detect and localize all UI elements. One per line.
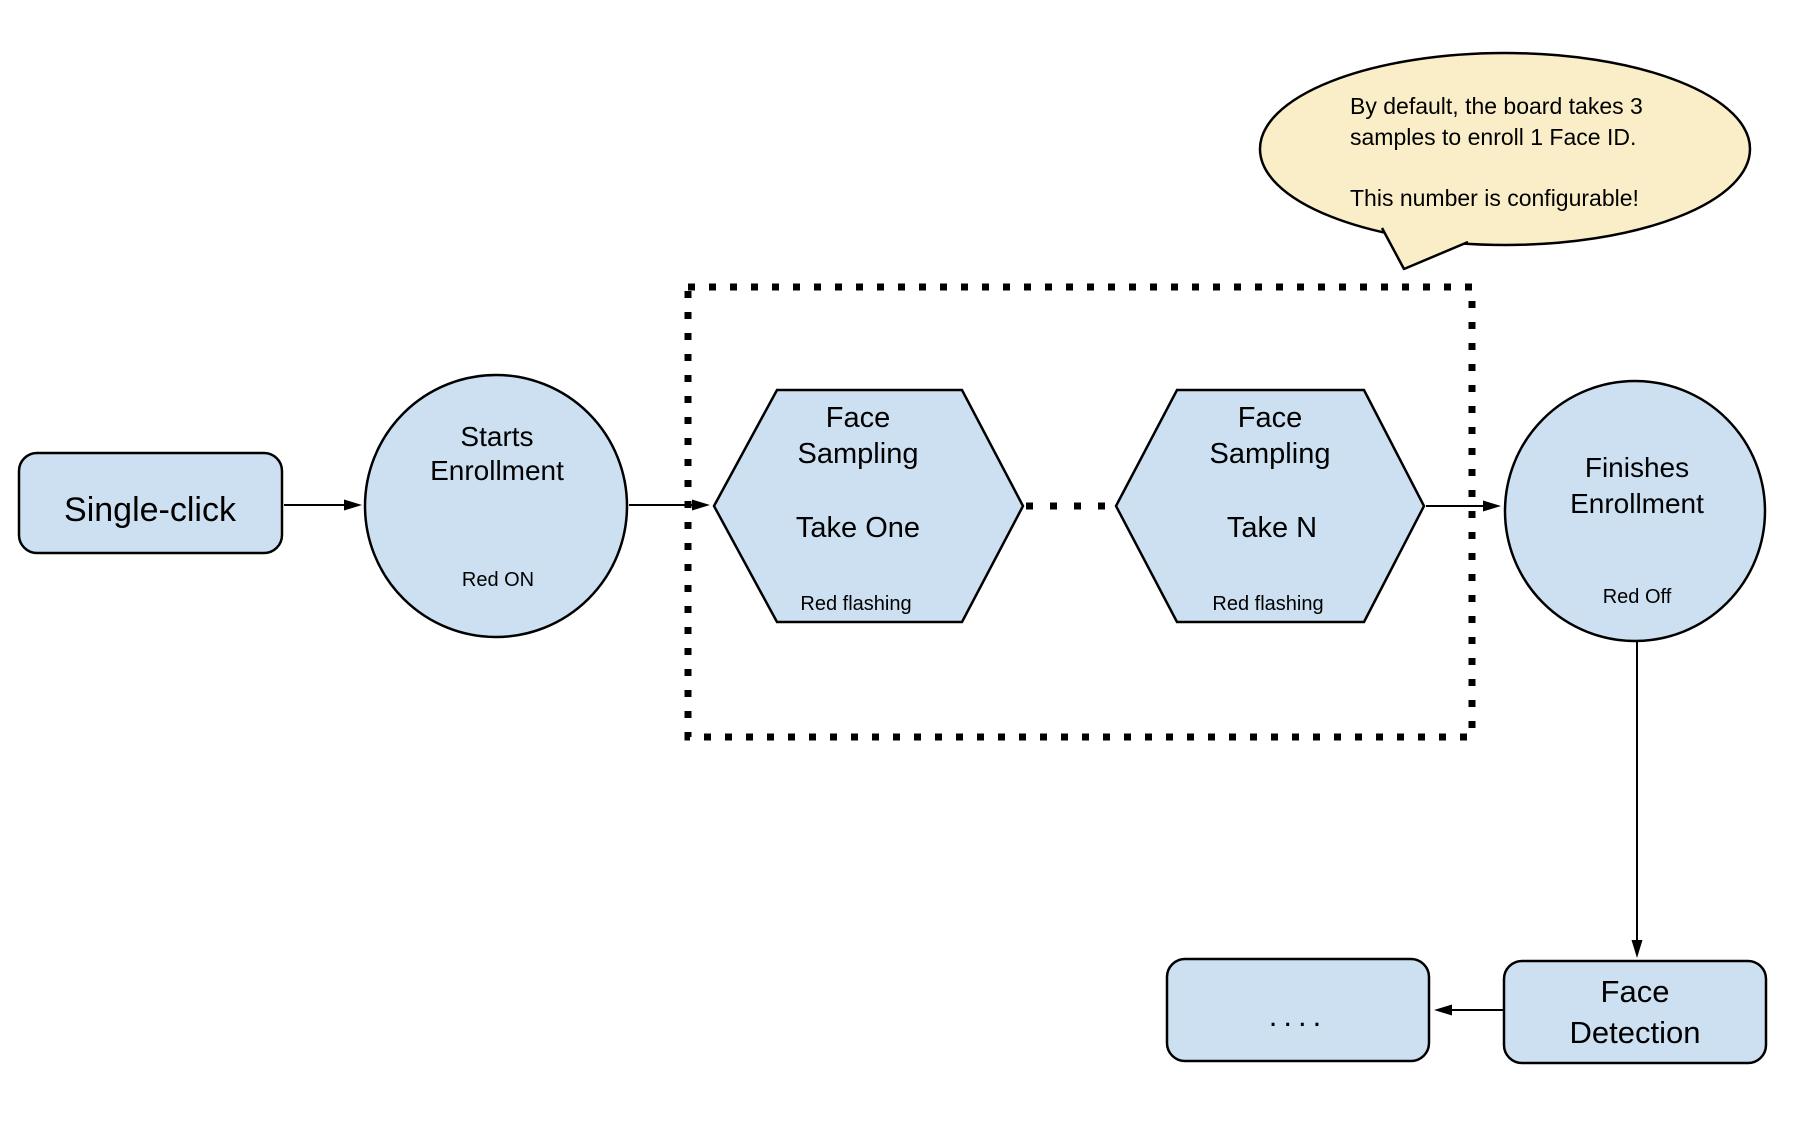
starts-enrollment-node xyxy=(363,373,629,639)
finishes-enrollment-line1: Finishes xyxy=(1585,452,1689,483)
face-sampling-one-line3: Take One xyxy=(796,512,920,544)
arrowhead-singleclick-to-starts xyxy=(344,499,362,511)
face-detection-line2: Detection xyxy=(1570,1015,1701,1050)
face-sampling-n-line3: Take N xyxy=(1227,512,1317,544)
face-detection-line1: Face xyxy=(1601,974,1670,1009)
arrowhead-sampling-to-finishes xyxy=(1483,500,1501,512)
callout-text-line2: samples to enroll 1 Face ID. xyxy=(1350,124,1636,150)
face-sampling-one-line1: Face xyxy=(826,402,890,434)
arrowhead-starts-to-sampling xyxy=(692,499,710,511)
single-click-label: Single-click xyxy=(64,491,237,529)
finishes-enrollment-node xyxy=(1503,379,1767,643)
starts-enrollment-status: Red ON xyxy=(462,569,534,591)
face-sampling-one-hexagon xyxy=(712,388,1025,624)
face-sampling-n-hexagon xyxy=(1114,388,1426,624)
continuation-node xyxy=(1165,957,1431,1063)
sampling-loop-dotted-box xyxy=(684,283,1476,741)
finishes-enrollment-status: Red Off xyxy=(1603,586,1672,608)
arrowhead-finishes-to-detection xyxy=(1631,940,1643,958)
face-sampling-n-status: Red flashing xyxy=(1212,593,1323,615)
arrowhead-detection-to-continuation xyxy=(1434,1004,1452,1016)
face-sampling-one-line2: Sampling xyxy=(798,438,919,470)
face-sampling-one-status: Red flashing xyxy=(800,593,911,615)
single-click-node xyxy=(17,451,284,555)
starts-enrollment-line2: Enrollment xyxy=(430,455,564,486)
face-sampling-n-line1: Face xyxy=(1238,402,1302,434)
callout-tail xyxy=(1380,227,1469,271)
callout-text-line3: This number is configurable! xyxy=(1350,185,1639,211)
face-detection-node xyxy=(1502,959,1768,1065)
finishes-enrollment-line2: Enrollment xyxy=(1570,488,1704,519)
continuation-label: .... xyxy=(1269,998,1327,1033)
face-sampling-n-line2: Sampling xyxy=(1210,438,1331,470)
callout-bubble xyxy=(1258,51,1752,247)
callout-text-line1: By default, the board takes 3 xyxy=(1350,93,1643,119)
starts-enrollment-line1: Starts xyxy=(460,421,533,452)
